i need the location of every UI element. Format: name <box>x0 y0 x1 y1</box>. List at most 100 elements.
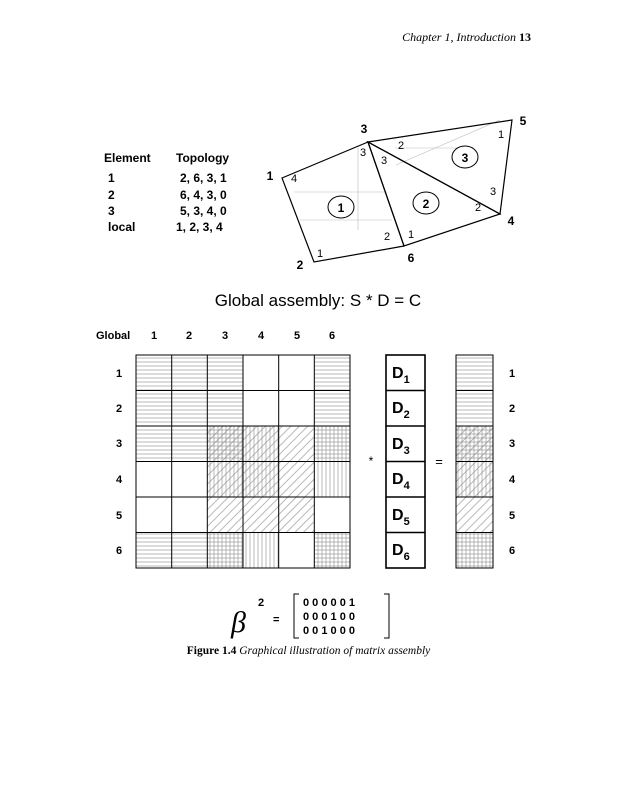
multiply-symbol: * <box>369 454 374 468</box>
vector-hatch-cell <box>456 355 493 391</box>
d-entry: D6 <box>392 542 410 563</box>
d-entry: D1 <box>392 365 410 386</box>
element-2-label: 2 <box>423 197 430 211</box>
element-3-label: 3 <box>462 151 469 165</box>
vector-hatch-cell <box>456 390 493 426</box>
table-cell-topology: 1, 2, 3, 4 <box>176 220 223 234</box>
d-entry: D3 <box>392 436 410 457</box>
matrix-hatch-cell <box>243 497 279 533</box>
row-label: 6 <box>116 545 122 557</box>
vector-hatch-cell <box>456 461 493 497</box>
matrix-hatch-cell <box>207 461 243 497</box>
table-cell-topology: 5, 3, 4, 0 <box>180 204 227 218</box>
chapter-title: Chapter 1, Introduction <box>402 30 516 44</box>
matrix-hatch-cell <box>171 355 208 391</box>
matrix-hatch-cell <box>207 497 243 533</box>
caption-label: Figure 1.4 <box>186 645 237 657</box>
beta-equation: β 2 = 0 0 0 0 0 1 0 0 0 1 0 0 0 0 1 0 0 … <box>230 593 390 639</box>
global-node-3: 3 <box>361 122 368 136</box>
local-node-label: 3 <box>360 147 366 159</box>
local-node-label: 2 <box>398 140 404 152</box>
matrix-hatch-cell <box>278 426 315 462</box>
matrix-hatch-cell <box>207 355 243 391</box>
beta-symbol: β <box>230 606 246 639</box>
d-vector: D1 D2 D3 D4 D5 D6 <box>385 354 426 569</box>
local-node-label: 4 <box>291 173 297 185</box>
matrix-hatch-cell <box>171 532 208 568</box>
matrix-hatch-cell <box>314 426 350 462</box>
column-label: 6 <box>329 330 335 342</box>
table-cell-element: 2 <box>108 188 115 202</box>
column-label: 1 <box>151 330 157 342</box>
matrix-hatch-cell <box>314 532 350 568</box>
d-entry: D2 <box>392 400 410 421</box>
local-node-label: 1 <box>317 248 323 260</box>
c-row-label: 3 <box>509 438 515 450</box>
local-node-label: 3 <box>381 155 387 167</box>
element-2-marker <box>412 191 440 215</box>
vector-hatch-cell <box>456 497 493 533</box>
matrix-hatch-cell <box>243 426 279 462</box>
matrix-hatch-cell <box>278 461 315 497</box>
matrix-hatch-cell <box>136 390 172 426</box>
matrix-hatch-cell <box>171 426 208 462</box>
c-row-label: 2 <box>509 403 515 415</box>
global-node-1: 1 <box>267 169 274 183</box>
element-1-marker <box>327 195 355 219</box>
column-label: 4 <box>258 330 265 342</box>
matrix-hatch-cell <box>207 426 243 462</box>
global-node-4: 4 <box>508 214 515 228</box>
beta-row: 0 0 1 0 0 0 <box>303 625 355 637</box>
equals-symbol: = <box>435 454 443 469</box>
matrix-hatch-cell <box>136 426 172 462</box>
element-3-outline <box>366 119 513 215</box>
table-header-element: Element <box>104 151 151 165</box>
c-row-label: 5 <box>509 510 515 522</box>
c-row-label: 6 <box>509 545 515 557</box>
local-node-label: 2 <box>475 202 481 214</box>
table-header-topology: Topology <box>176 151 229 165</box>
beta-row: 0 0 0 1 0 0 <box>303 611 355 623</box>
matrix-hatch-cell <box>207 390 243 426</box>
table-cell-topology: 2, 6, 3, 1 <box>180 171 227 185</box>
column-label: 2 <box>186 330 192 342</box>
matrix-hatch-cell <box>278 497 315 533</box>
global-node-6: 6 <box>408 251 415 265</box>
page-header: Chapter 1, Introduction 13 <box>402 30 531 45</box>
row-label: 2 <box>116 403 122 415</box>
row-label: 1 <box>116 368 122 380</box>
d-entry: D5 <box>392 507 410 528</box>
mesh-diagram: 1 2 3 1 2 3 4 5 6 1 2 3 4 1 2 3 1 2 3 <box>267 114 527 272</box>
beta-equals: = <box>273 614 279 626</box>
matrix-hatch-cell <box>314 355 350 391</box>
matrix-hatch-cell <box>243 532 279 568</box>
figure-caption: Figure 1.4 Graphical illustration of mat… <box>0 645 617 657</box>
element-3-marker <box>451 145 479 169</box>
row-label: 4 <box>116 474 123 486</box>
local-node-label: 1 <box>498 129 504 141</box>
matrix-hatch-cell <box>136 532 172 568</box>
beta-superscript: 2 <box>258 597 264 609</box>
assembly-labels: Global 1 2 3 4 5 6 1 2 3 4 5 6 1 2 3 4 5… <box>96 330 516 557</box>
local-node-label: 1 <box>408 229 414 241</box>
matrix-hatch-cell <box>314 461 350 497</box>
vector-hatch-cell <box>456 532 493 568</box>
vector-hatch-cell <box>456 426 493 462</box>
matrix-hatch-cell <box>171 390 208 426</box>
global-node-2: 2 <box>297 258 304 272</box>
global-node-5: 5 <box>520 114 527 128</box>
column-label: 3 <box>222 330 228 342</box>
matrix-hatch-cell <box>243 461 279 497</box>
table-cell-topology: 6, 4, 3, 0 <box>180 188 227 202</box>
table-cell-element: 1 <box>108 171 115 185</box>
table-cell-element: 3 <box>108 204 115 218</box>
row-label: 3 <box>116 438 122 450</box>
global-label: Global <box>96 330 130 342</box>
stiffness-matrix <box>135 354 351 569</box>
page-number: 13 <box>519 30 531 44</box>
local-node-label: 2 <box>384 231 390 243</box>
matrix-hatch-cell <box>207 532 243 568</box>
row-label: 5 <box>116 510 122 522</box>
matrix-hatch-cell <box>136 355 172 391</box>
